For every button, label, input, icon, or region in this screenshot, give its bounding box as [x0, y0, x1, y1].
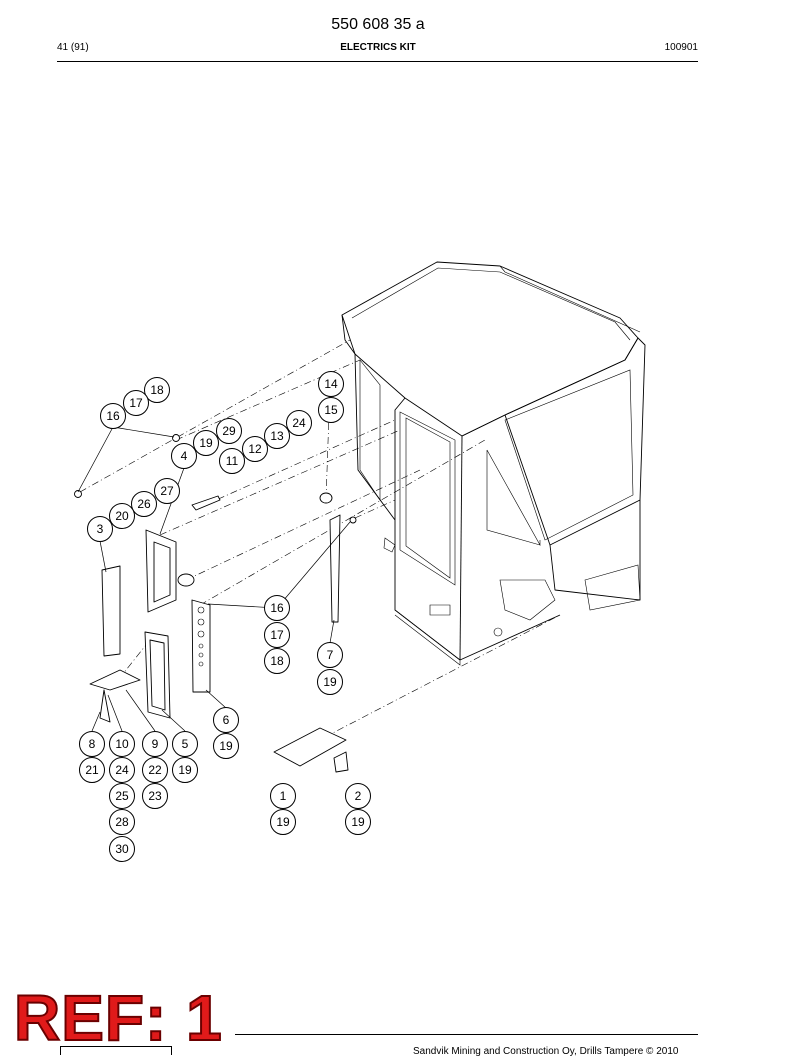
svg-text:19: 19	[351, 815, 365, 829]
svg-text:18: 18	[150, 383, 164, 397]
svg-text:3: 3	[97, 522, 104, 536]
date-code: 100901	[664, 42, 698, 53]
callout: 17	[264, 622, 290, 648]
callout-bubbles: 18 17 16 14 15 29 19 24 13 12 4 11 27 26…	[79, 371, 371, 862]
svg-text:14: 14	[324, 377, 338, 391]
callout: 16	[100, 403, 126, 429]
callout: 6	[213, 707, 239, 733]
callout: 11	[219, 448, 245, 474]
callout: 3	[87, 516, 113, 542]
svg-text:24: 24	[292, 416, 306, 430]
svg-text:21: 21	[85, 763, 99, 777]
svg-text:20: 20	[115, 509, 129, 523]
callout: 2	[345, 783, 371, 809]
callout: 19	[345, 809, 371, 835]
svg-text:22: 22	[148, 763, 162, 777]
callout: 14	[318, 371, 344, 397]
svg-text:19: 19	[219, 739, 233, 753]
callout: 7	[317, 642, 343, 668]
callout: 16	[264, 595, 290, 621]
svg-text:19: 19	[199, 436, 213, 450]
callout: 24	[286, 410, 312, 436]
svg-text:5: 5	[182, 737, 189, 751]
svg-text:30: 30	[115, 842, 129, 856]
svg-text:16: 16	[270, 601, 284, 615]
svg-text:7: 7	[327, 648, 334, 662]
svg-text:13: 13	[270, 429, 284, 443]
svg-text:2: 2	[355, 789, 362, 803]
callout: 19	[193, 430, 219, 456]
callout: 5	[172, 731, 198, 757]
callout: 17	[123, 390, 149, 416]
callout: 19	[317, 669, 343, 695]
svg-text:1: 1	[280, 789, 287, 803]
svg-text:16: 16	[106, 409, 120, 423]
svg-text:12: 12	[248, 442, 262, 456]
svg-text:8: 8	[89, 737, 96, 751]
header-rule	[57, 61, 698, 62]
cab-drawing	[341, 261, 646, 666]
parts	[74, 434, 357, 773]
callout: 1	[270, 783, 296, 809]
svg-text:28: 28	[115, 815, 129, 829]
page-title: ELECTRICS KIT	[340, 42, 416, 53]
callout: 13	[264, 423, 290, 449]
callout: 27	[154, 478, 180, 504]
callout: 26	[131, 491, 157, 517]
callout: 15	[318, 397, 344, 423]
svg-text:17: 17	[270, 628, 284, 642]
ref-stamp: REF: 1	[13, 982, 223, 1054]
document-number: 550 608 35 a	[331, 16, 425, 33]
callout: 10	[109, 731, 135, 757]
svg-text:15: 15	[324, 403, 338, 417]
page-reference: 41 (91)	[57, 42, 89, 53]
svg-text:26: 26	[137, 497, 151, 511]
callout: 9	[142, 731, 168, 757]
svg-text:18: 18	[270, 654, 284, 668]
callout: 22	[142, 757, 168, 783]
svg-text:17: 17	[129, 396, 143, 410]
callout: 19	[270, 809, 296, 835]
callout: 8	[79, 731, 105, 757]
svg-text:6: 6	[223, 713, 230, 727]
callout: 29	[216, 418, 242, 444]
footer-rule	[235, 1034, 698, 1035]
svg-text:11: 11	[226, 454, 239, 468]
callout: 18	[264, 648, 290, 674]
callout: 19	[172, 757, 198, 783]
logo-fragment	[60, 1046, 172, 1055]
callout: 4	[171, 443, 197, 469]
svg-text:27: 27	[160, 484, 174, 498]
callout: 25	[109, 783, 135, 809]
svg-text:19: 19	[323, 675, 337, 689]
svg-text:23: 23	[148, 789, 162, 803]
svg-text:19: 19	[178, 763, 192, 777]
callout: 12	[242, 436, 268, 462]
callout: 21	[79, 757, 105, 783]
callout: 19	[213, 733, 239, 759]
callout: 28	[109, 809, 135, 835]
callout: 20	[109, 503, 135, 529]
svg-text:9: 9	[152, 737, 159, 751]
svg-text:19: 19	[276, 815, 290, 829]
svg-text:10: 10	[115, 737, 129, 751]
svg-text:24: 24	[115, 763, 129, 777]
svg-text:25: 25	[115, 789, 129, 803]
alignment-lines	[79, 339, 561, 751]
leader-lines	[77, 426, 351, 732]
callout: 18	[144, 377, 170, 403]
svg-text:29: 29	[222, 424, 236, 438]
callout: 23	[142, 783, 168, 809]
callout: 24	[109, 757, 135, 783]
svg-text:4: 4	[181, 449, 188, 463]
copyright-text: Sandvik Mining and Construction Oy, Dril…	[413, 1046, 679, 1057]
callout: 30	[109, 836, 135, 862]
